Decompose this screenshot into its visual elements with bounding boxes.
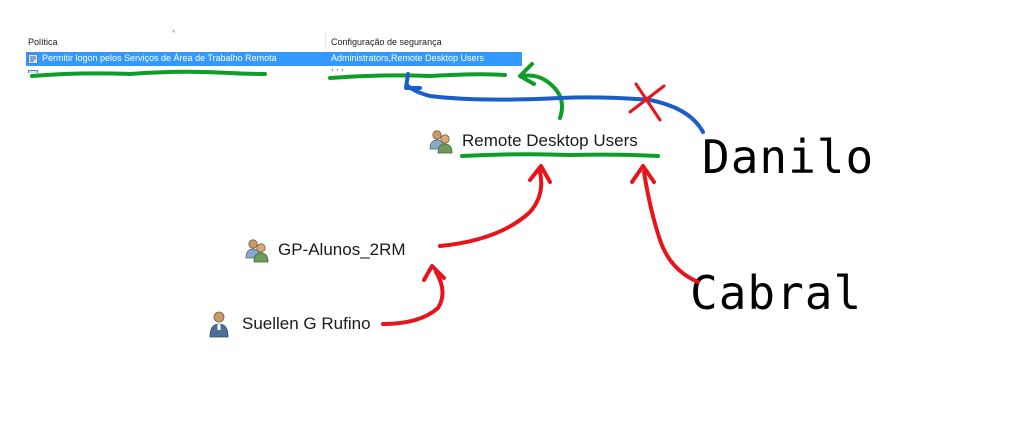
blue-arrow xyxy=(406,84,705,134)
policy-row-selected[interactable]: Permitir logon pelos Serviços de Área de… xyxy=(26,52,522,66)
group-remote-desktop-users[interactable]: Remote Desktop Users xyxy=(428,128,638,154)
red-cross xyxy=(628,82,666,122)
red-arrow-user-to-gp-head xyxy=(422,264,446,282)
group-label: Remote Desktop Users xyxy=(462,131,638,150)
policy-row-partial[interactable]: , . , xyxy=(26,67,522,73)
red-arrow-user-to-gp xyxy=(381,270,445,326)
policy-setting-icon xyxy=(28,54,38,64)
group-gp-alunos[interactable]: GP-Alunos_2RM xyxy=(244,237,406,263)
red-arrow-cabral-to-rdu-head xyxy=(630,164,656,184)
user-suellen[interactable]: Suellen G Rufino xyxy=(208,310,371,338)
user-icon xyxy=(209,311,229,338)
column-header-policy[interactable]: Política xyxy=(28,37,58,47)
user-group-icon xyxy=(429,130,453,154)
sort-indicator: ^ xyxy=(172,30,176,37)
policy-name: Permitir logon pelos Serviços de Área de… xyxy=(42,53,277,63)
policy-setting-icon xyxy=(28,67,38,73)
green-underline-group xyxy=(460,152,660,158)
annotation-name-danilo: Danilo xyxy=(702,130,875,184)
column-divider[interactable] xyxy=(325,32,326,50)
policy-list: ^ Política Configuração de segurança Per… xyxy=(26,30,522,76)
user-group-icon xyxy=(245,239,269,263)
user-label: Suellen G Rufino xyxy=(242,314,371,333)
green-arrow-head xyxy=(518,62,536,86)
red-arrow-gp-to-rdu-head xyxy=(528,164,552,184)
partial-row-text: , . , xyxy=(331,67,344,72)
security-setting-value: Administrators,Remote Desktop Users xyxy=(331,53,485,63)
group-label: GP-Alunos_2RM xyxy=(278,240,406,259)
blue-arrow-head xyxy=(404,72,422,90)
policy-list-header: ^ Política Configuração de segurança xyxy=(26,30,522,50)
green-arrow xyxy=(520,73,565,120)
red-arrow-gp-to-rdu xyxy=(438,170,544,248)
column-header-security-setting[interactable]: Configuração de segurança xyxy=(331,37,442,47)
annotation-name-cabral: Cabral xyxy=(690,266,863,320)
